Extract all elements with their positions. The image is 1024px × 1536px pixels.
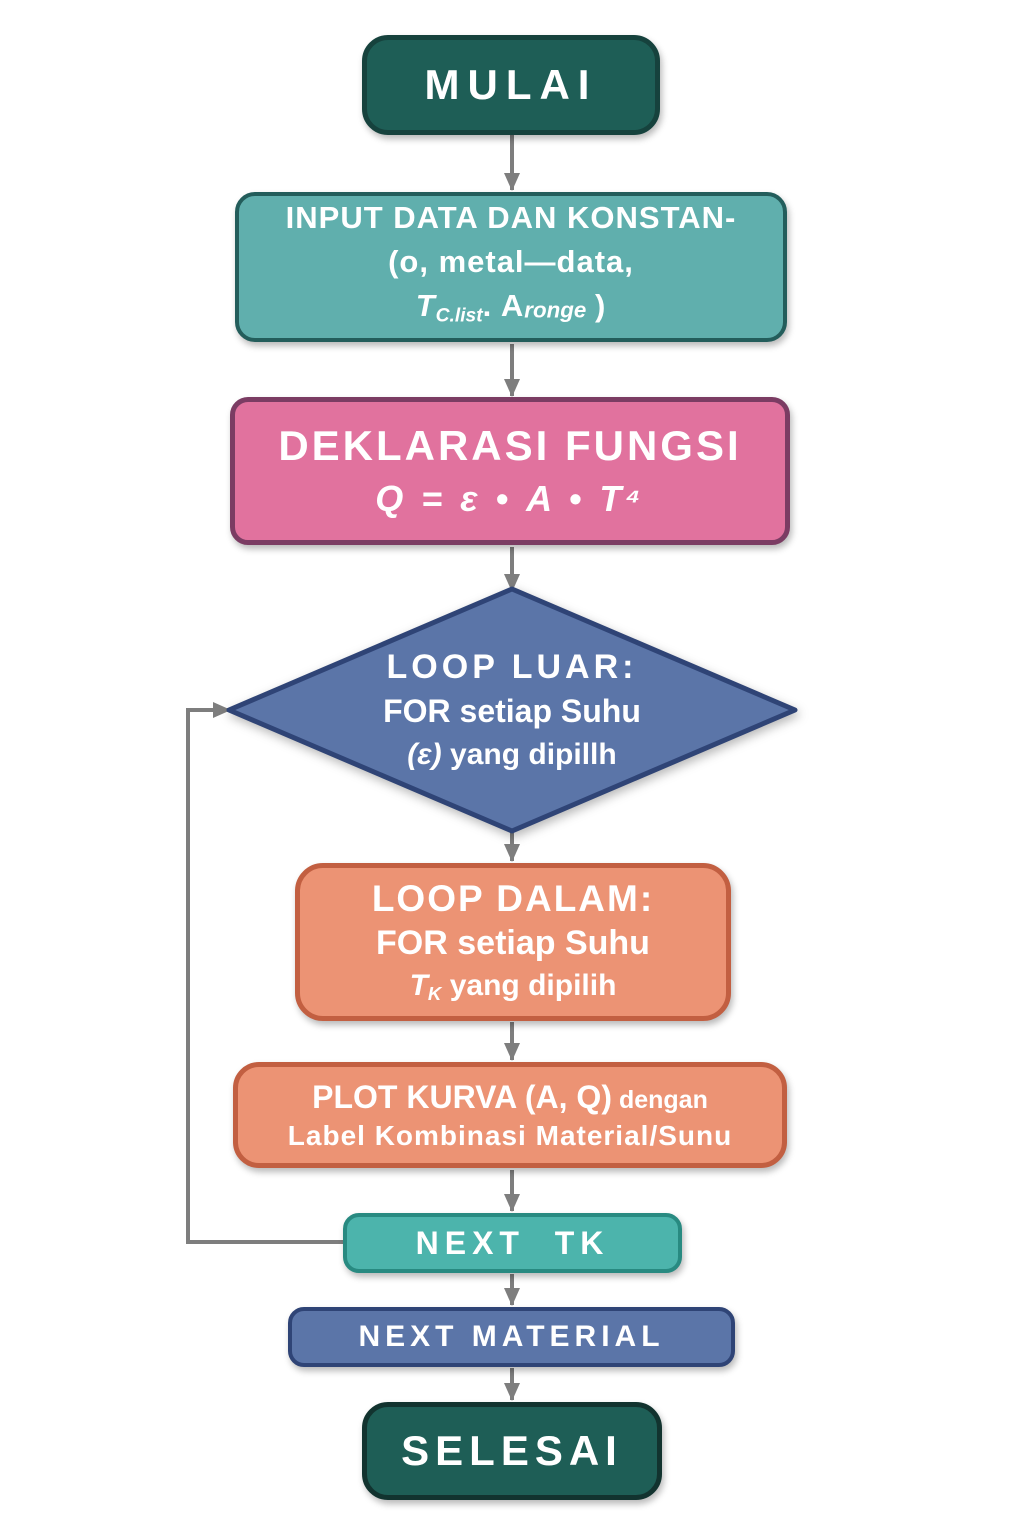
loop-dalam-line2: FOR setiap Suhu (376, 924, 650, 963)
next-material-label: NEXT MATERIAL (358, 1320, 665, 1353)
input-line3: TC.list.Aronge) (415, 287, 607, 327)
node-mulai: MULAI (362, 35, 660, 135)
node-plot-kurva: PLOT KURVA (A, Q)dengan Label Kombinasi … (233, 1062, 787, 1168)
loop-luar-line3: (ε)yang dipillh (407, 738, 617, 771)
deklarasi-formula: Q = ε • A • T⁴ (375, 478, 645, 519)
loop-luar-line1: LOOP LUAR: (386, 648, 638, 686)
node-selesai-label: SELESAI (401, 1427, 623, 1474)
node-next-material: NEXT MATERIAL (288, 1307, 735, 1367)
plot-line1: PLOT KURVA (A, Q)dengan (312, 1078, 708, 1115)
loopback-connector (186, 702, 343, 1244)
node-loop-luar: LOOP LUAR: FOR setiap Suhu (ε)yang dipil… (312, 635, 712, 785)
input-line1: INPUT DATA DAN KONSTAN- (285, 199, 737, 235)
input-line2: (o, metal—data, (388, 243, 634, 279)
loop-luar-line2: FOR setiap Suhu (383, 693, 641, 729)
plot-line2: Label Kombinasi Material/Sunu (287, 1119, 733, 1151)
node-input-data: INPUT DATA DAN KONSTAN- (o, metal—data, … (235, 192, 787, 342)
next-tk-label: NEXT TK (415, 1224, 610, 1261)
node-mulai-label: MULAI (424, 61, 598, 108)
deklarasi-line1: DEKLARASI FUNGSI (278, 422, 742, 469)
loop-dalam-line1: LOOP DALAM: (371, 878, 655, 920)
node-selesai: SELESAI (362, 1402, 662, 1500)
decision-diamond (226, 586, 798, 834)
node-next-tk: NEXT TK (343, 1213, 682, 1273)
node-deklarasi-fungsi: DEKLARASI FUNGSI Q = ε • A • T⁴ (230, 397, 790, 545)
